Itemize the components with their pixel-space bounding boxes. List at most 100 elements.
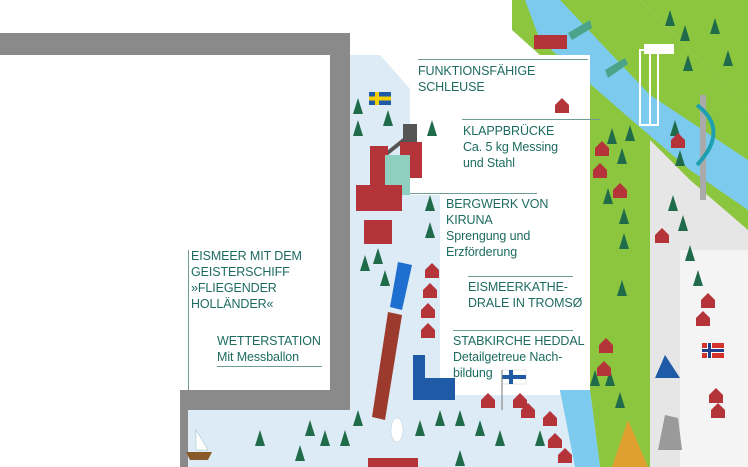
kiruna-mine [356, 124, 422, 244]
sweden-flag [369, 92, 391, 105]
house-icon [597, 361, 611, 376]
label-title: SCHLEUSE [418, 80, 485, 94]
tree-icon [373, 248, 383, 264]
leader-line [410, 193, 537, 194]
house-icon [595, 141, 609, 156]
tree-icon [340, 430, 350, 446]
river-south [560, 390, 600, 467]
tree-icon [685, 245, 695, 261]
label-stabkirche: STABKIRCHE HEDDAL Detailgetreue Nach- bi… [453, 333, 585, 381]
tree-icon [320, 430, 330, 446]
label-text: Ca. 5 kg Messing [463, 140, 558, 154]
tree-icon [425, 195, 435, 211]
house-icon [655, 228, 669, 243]
grass-strip [512, 0, 748, 467]
tree-icon [605, 370, 615, 386]
tree-icon [675, 150, 685, 166]
arctic-cathedral [655, 355, 680, 378]
tree-icon [678, 215, 688, 231]
label-title: »FLIEGENDER [191, 281, 277, 295]
label-schleuse: FUNKTIONSFÄHIGE SCHLEUSE [418, 63, 535, 95]
canal-lock [534, 20, 628, 78]
label-eismeerkathedrale: EISMEERKATHE- DRALE IN TROMSØ [468, 279, 582, 311]
weather-station [368, 458, 418, 467]
tree-icon [615, 392, 625, 408]
tree-icon [353, 120, 363, 136]
rock [658, 415, 682, 450]
snow-field [680, 250, 748, 467]
tree-icon [535, 430, 545, 446]
label-title: BERGWERK VON [446, 197, 549, 211]
church-kiruna [413, 355, 455, 400]
house-icon [421, 323, 435, 338]
label-text: Detailgetreue Nach- [453, 350, 563, 364]
white-panel [0, 55, 330, 390]
label-title: KIRUNA [446, 213, 493, 227]
label-title: HOLLÄNDER« [191, 297, 274, 311]
label-title: FUNKTIONSFÄHIGE [418, 64, 536, 78]
leader-line [468, 276, 573, 277]
norway-flag [702, 343, 724, 358]
tree-icon [710, 18, 720, 34]
tree-icon [435, 410, 445, 426]
tree-icon [619, 208, 629, 224]
river-canal [525, 0, 748, 210]
weather-balloon [390, 417, 404, 443]
label-title: KLAPPBRÜCKE [463, 124, 555, 138]
arch-bridge [695, 95, 716, 200]
house-icon [481, 393, 495, 408]
finland-flag [501, 369, 527, 410]
house-icon [701, 293, 715, 308]
tree-icon [380, 270, 390, 286]
tree-icon [619, 233, 629, 249]
tree-icon [415, 420, 425, 436]
tree-icon [383, 110, 393, 126]
label-text: Erzförderung [446, 245, 518, 259]
leader-line [453, 330, 573, 331]
tree-icon [475, 420, 485, 436]
label-title: WETTERSTATION [217, 334, 321, 348]
house-icon [709, 388, 723, 403]
module-frame [0, 33, 350, 467]
tree-icon [353, 98, 363, 114]
tree-icon [455, 450, 465, 466]
house-icon [613, 183, 627, 198]
house-icon [711, 403, 725, 418]
tree-icon [305, 420, 315, 436]
tree-icon [425, 222, 435, 238]
house-icon [593, 163, 607, 178]
tree-icon [617, 148, 627, 164]
tree-icon [603, 188, 613, 204]
leader-line [188, 250, 189, 390]
label-title: DRALE IN TROMSØ [468, 296, 583, 310]
house-icon [423, 283, 437, 298]
house-icon [696, 311, 710, 326]
tree-icon [625, 125, 635, 141]
tree-icon [353, 410, 363, 426]
tree-icon [455, 410, 465, 426]
tree-icon [590, 370, 600, 386]
label-title: GEISTERSCHIFF [191, 265, 290, 279]
tree-icon [607, 128, 617, 144]
tree-icon [665, 10, 675, 26]
bascule-bridge [639, 44, 674, 126]
house-icon [543, 411, 557, 426]
label-title: STABKIRCHE HEDDAL [453, 334, 585, 348]
label-title: EISMEER MIT DEM [191, 249, 302, 263]
tree-icon [617, 280, 627, 296]
label-bergwerk: BERGWERK VON KIRUNA Sprengung und Erzför… [446, 196, 548, 260]
label-eismeer: EISMEER MIT DEM GEISTERSCHIFF »FLIEGENDE… [191, 248, 302, 312]
leader-line [418, 59, 588, 60]
house-icon [599, 338, 613, 353]
ghost-ship [186, 429, 212, 460]
tree-icon [427, 120, 437, 136]
tree-icon [668, 195, 678, 211]
stave-church [612, 420, 648, 467]
label-klappbruecke: KLAPPBRÜCKE Ca. 5 kg Messing und Stahl [463, 123, 558, 171]
tree-icon [670, 120, 680, 136]
tree-icon [693, 270, 703, 286]
house-icon [513, 393, 527, 408]
tree-icon [255, 430, 265, 446]
tree-icon [680, 25, 690, 41]
